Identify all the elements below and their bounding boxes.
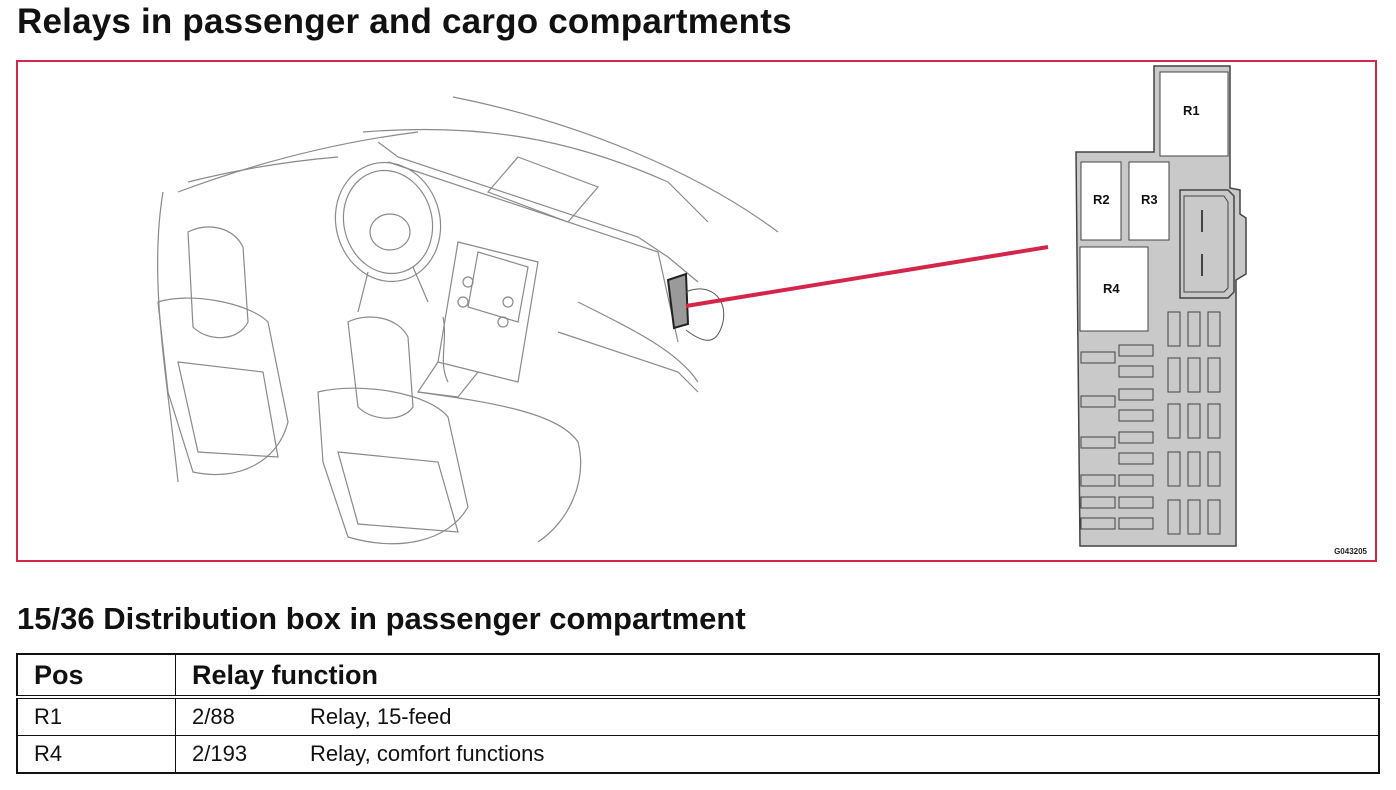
column-header-pos: Pos: [17, 654, 176, 699]
page-title: Relays in passenger and cargo compartmen…: [17, 2, 792, 41]
cell-relay-function: 2/193 Relay, comfort functions: [175, 735, 1379, 773]
cell-relay-function: 2/88 Relay, 15-feed: [175, 696, 1379, 736]
section-title: 15/36 Distribution box in passenger comp…: [17, 601, 746, 636]
relay-code: 2/88: [192, 704, 235, 729]
relay-slot-r3: [1128, 161, 1170, 241]
cell-pos: R1: [17, 696, 176, 736]
figure-reference-code: G043205: [1334, 547, 1367, 556]
car-interior-illustration: [157, 96, 779, 545]
relay-label-r2: R2: [1093, 192, 1110, 207]
fuse-slots-horizontal: [1080, 344, 1154, 530]
column-header-relay-function: Relay function: [175, 654, 1379, 699]
relay-slot-r1: [1159, 71, 1229, 157]
fuse-slots-vertical: [1167, 311, 1221, 535]
cell-pos: R4: [17, 735, 176, 773]
figure-drawing: R1 R2 R3 R4: [157, 65, 1247, 547]
table-row: R1 2/88 Relay, 15-feed: [17, 696, 1379, 736]
relay-description: Relay, comfort functions: [310, 741, 545, 766]
table-row: R4 2/193 Relay, comfort functions: [17, 735, 1379, 773]
leader-line: [685, 245, 1049, 308]
relay-code: 2/193: [192, 741, 248, 766]
table-header-row: Pos Relay function: [17, 654, 1379, 699]
relay-location-figure: R1 R2 R3 R4: [16, 60, 1377, 562]
relay-label-r3: R3: [1141, 192, 1158, 207]
distribution-box-diagram: R1 R2 R3 R4: [1075, 65, 1247, 547]
relay-slot-r4: [1079, 246, 1149, 332]
relay-label-r1: R1: [1183, 103, 1200, 118]
relay-label-r4: R4: [1103, 281, 1120, 296]
relay-description: Relay, 15-feed: [310, 704, 452, 729]
distribution-box-location-marker: [666, 272, 725, 341]
relay-table: Pos Relay function R1 2/88 Relay, 15-feed…: [16, 653, 1380, 774]
relay-slot-r2: [1080, 161, 1122, 241]
